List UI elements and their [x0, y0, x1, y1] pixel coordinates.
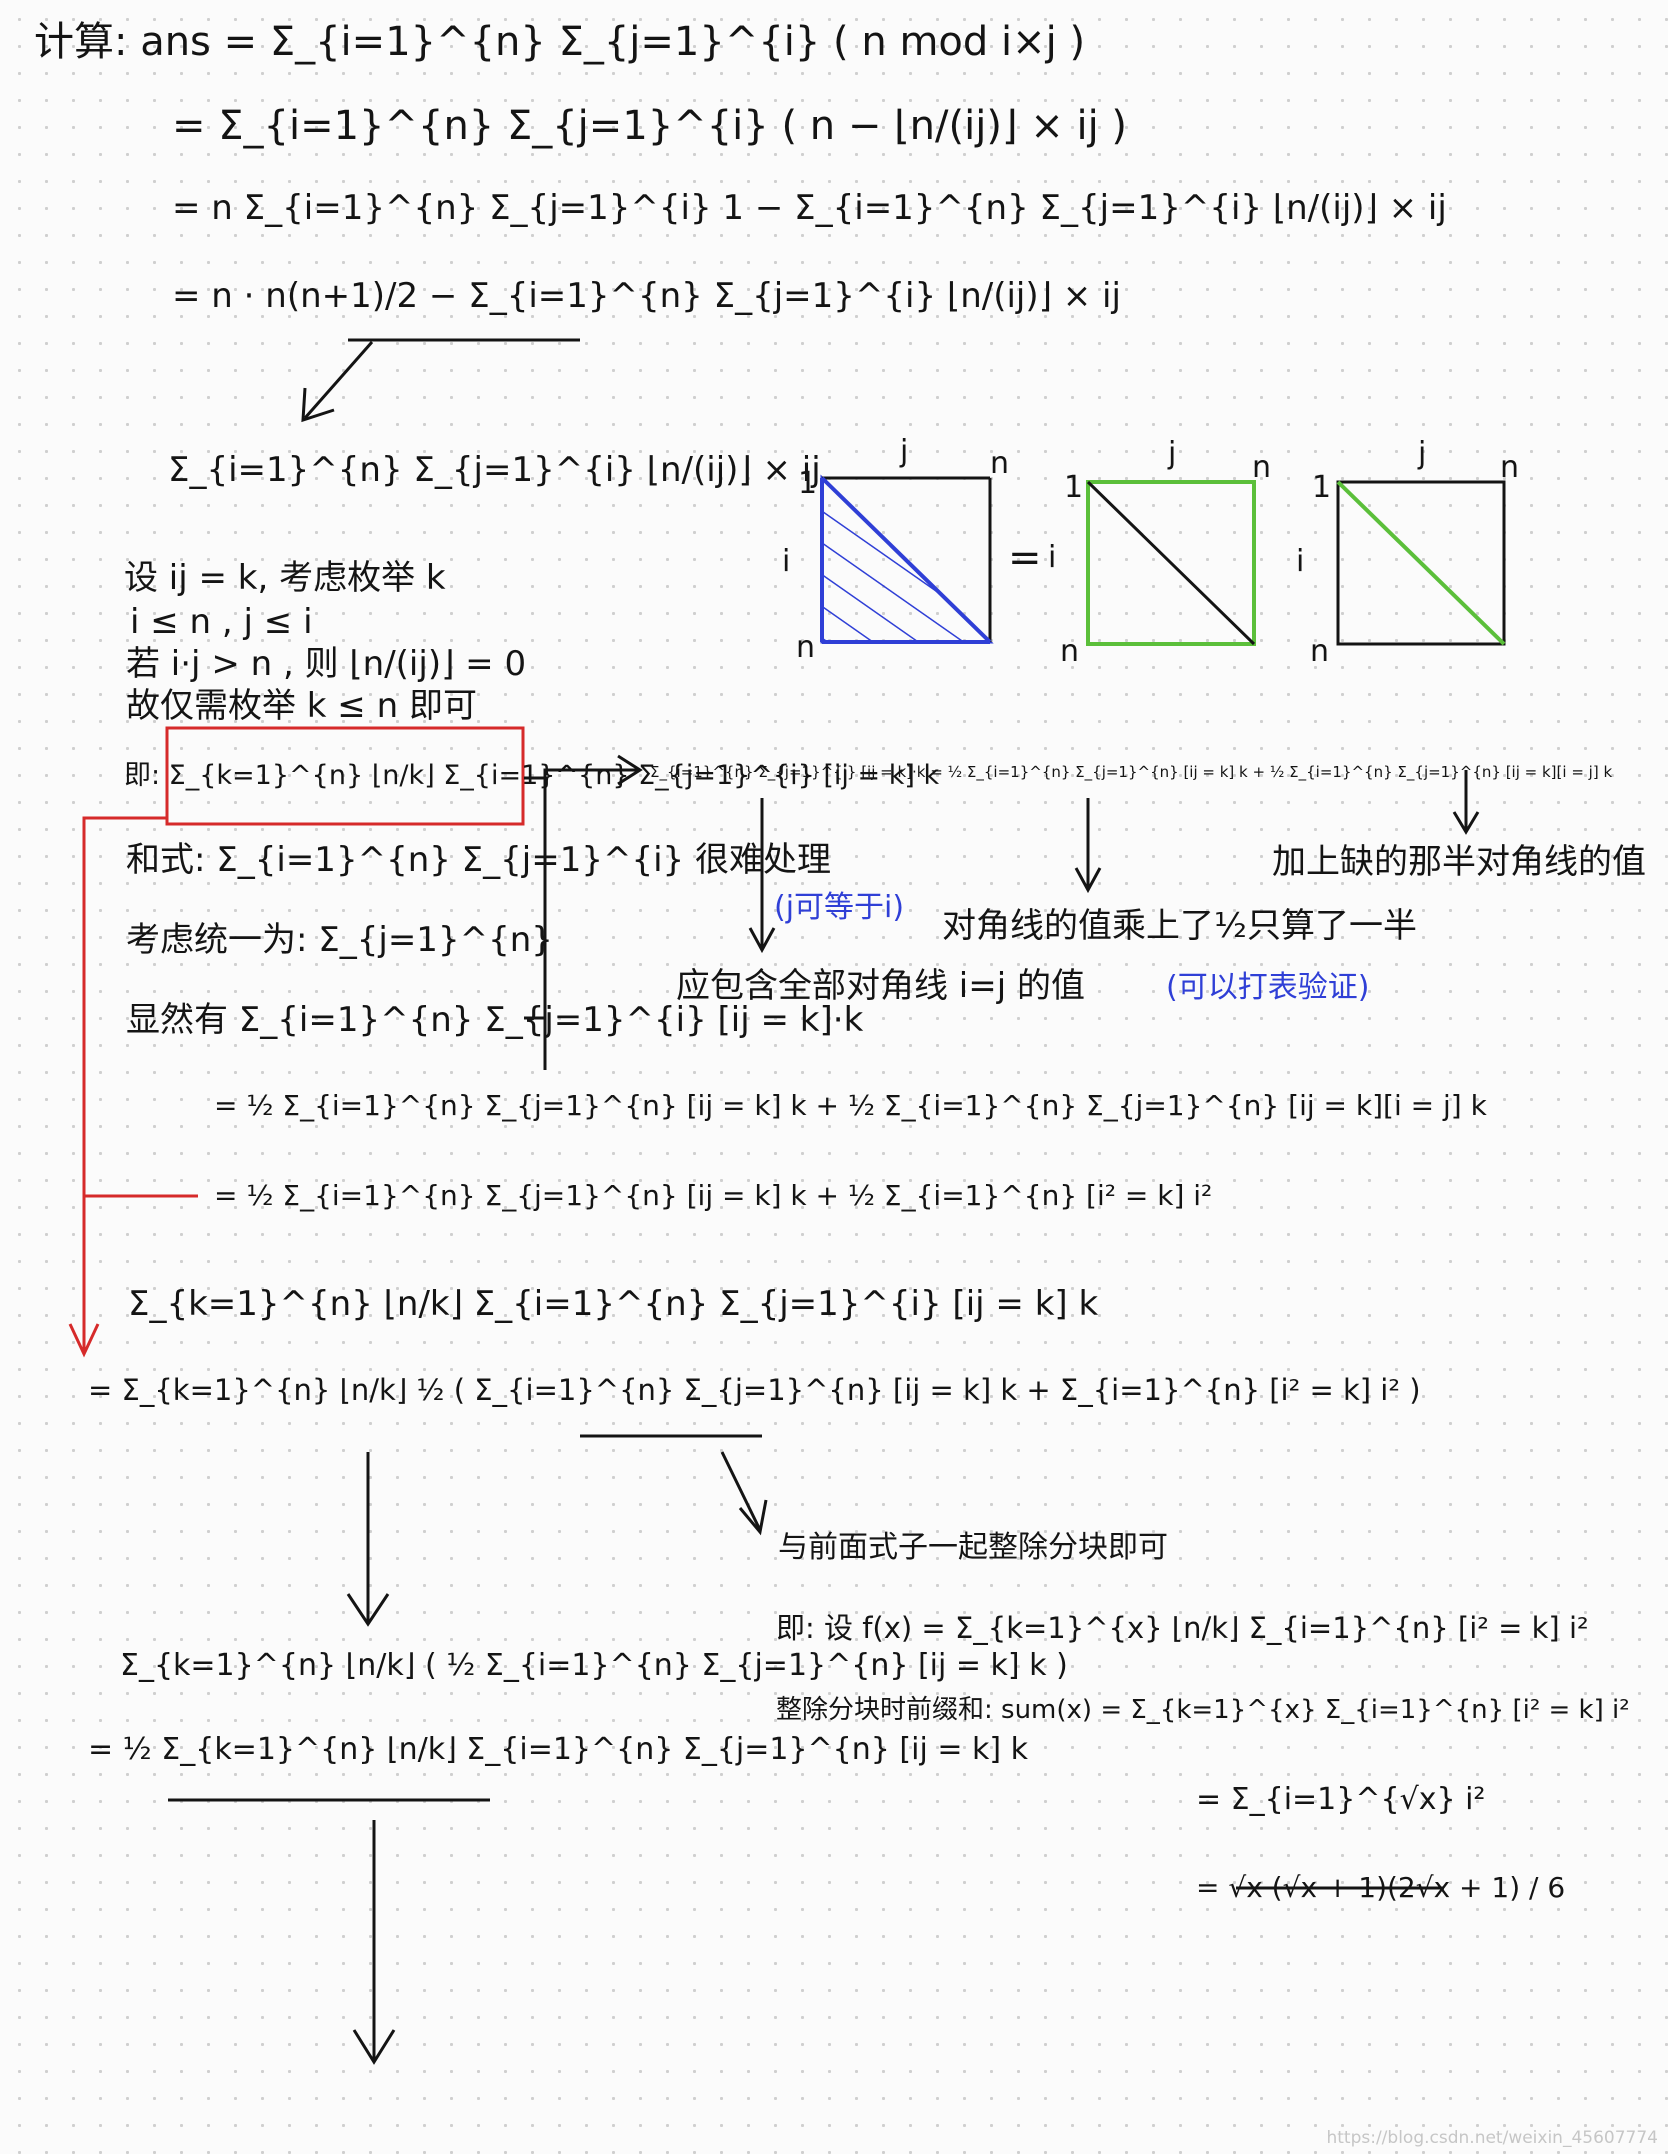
arrow-head-2	[738, 1499, 768, 1536]
note-j-can-equal-i: (j可等于i)	[774, 890, 905, 925]
arrow-down-1-head	[346, 1593, 390, 1627]
line-remaining-sum: Σ_{k=1}^{n} ⌊n/k⌋ ( ½ Σ_{i=1}^{n} Σ_{j=1…	[120, 1648, 1068, 1683]
line-closed-sum-squares: = √x (√x + 1)(2√x + 1) / 6	[1196, 1871, 1566, 1904]
diagram3-label-one: 1	[1312, 470, 1332, 505]
diagram3-label-n-bottom: n	[1310, 634, 1330, 669]
line-substituted: = Σ_{k=1}^{n} ⌊n/k⌋ ½ ( Σ_{i=1}^{n} Σ_{j…	[88, 1373, 1421, 1407]
red-arrow-head	[68, 1323, 100, 1358]
arrow-down-right-head	[1452, 811, 1480, 835]
connector-right-2	[543, 768, 640, 1070]
note-verify-by-table: (可以打表验证)	[1166, 970, 1370, 1005]
diagram2-label-one: 1	[1064, 470, 1084, 505]
note-add-missing-diagonal: 加上缺的那半对角线的值	[1272, 842, 1646, 882]
line-define-f: 即: 设 f(x) = Σ_{k=1}^{x} ⌊n/k⌋ Σ_{i=1}^{n…	[776, 1611, 1589, 1645]
diagram2-label-i: i	[1048, 540, 1057, 575]
arrow-shaft-1	[303, 341, 374, 419]
connector-right-head	[617, 754, 643, 786]
diagram3-label-n-top: n	[1500, 450, 1520, 485]
line-restate: Σ_{k=1}^{n} ⌊n/k⌋ Σ_{i=1}^{n} Σ_{j=1}^{i…	[128, 1284, 1099, 1324]
diagram-equals-sign: =	[1008, 535, 1042, 581]
diagram1-label-j: j	[900, 434, 909, 469]
line-prefix-sum: 整除分块时前缀和: sum(x) = Σ_{k=1}^{x} Σ_{i=1}^{…	[776, 1695, 1630, 1725]
line-boxed-formula: 即: Σ_{k=1}^{n} ⌊n/k⌋ Σ_{i=1}^{n} Σ_{j=1}…	[124, 760, 940, 791]
diagram2-label-n-bottom: n	[1060, 634, 1080, 669]
line-final-half: = ½ Σ_{k=1}^{n} ⌊n/k⌋ Σ_{i=1}^{n} Σ_{j=1…	[88, 1732, 1028, 1767]
arrow-down-2-head	[352, 2029, 396, 2065]
line-enumerate-k: 故仅需枚举 k ≤ n 即可	[126, 686, 477, 726]
arrow-down-mid-head	[1074, 867, 1102, 894]
note-block-division: 与前面式子一起整除分块即可	[778, 1530, 1168, 1565]
watermark: https://blog.csdn.net/weixin_45607774	[1326, 2128, 1658, 2148]
line-closed-form: = n · n(n+1)/2 − Σ_{i=1}^{n} Σ_{j=1}^{i}…	[172, 276, 1121, 316]
line-obviously: 显然有 Σ_{i=1}^{n} Σ_{j=1}^{i} [ij = k]·k	[126, 1000, 864, 1040]
line-sum-squares: = Σ_{i=1}^{√x} i²	[1196, 1782, 1486, 1817]
line-ans-definition: 计算: ans = Σ_{i=1}^{n} Σ_{j=1}^{i} ( n mo…	[34, 19, 1086, 65]
line-range: i ≤ n , j ≤ i	[130, 602, 313, 642]
line-substitute-k: 设 ij = k, 考虑枚举 k	[124, 558, 446, 598]
diagram3-label-i: i	[1296, 544, 1305, 579]
note-include-diagonal: 应包含全部对角线 i=j 的值	[676, 966, 1085, 1006]
line-right-identity: Σ_{i=1}^{n} Σ_{j=1}^{i} [ij = k]·k = ½ Σ…	[650, 763, 1613, 781]
diagram-square-full	[1086, 480, 1256, 646]
arrow-head-1	[301, 387, 335, 423]
diagram2-label-j: j	[1168, 436, 1177, 471]
red-highlight-box	[165, 726, 525, 826]
note-diagonal-halved: 对角线的值乘上了½只算了一半	[942, 906, 1417, 946]
line-expand-mod: = Σ_{i=1}^{n} Σ_{j=1}^{i} ( n − ⌊n/(ij)⌋…	[172, 103, 1128, 149]
diagram-square-lower-triangle	[820, 474, 994, 644]
diagram2-label-n-top: n	[1252, 450, 1272, 485]
red-connector-line	[82, 816, 167, 1352]
diagram1-label-one: 1	[798, 466, 818, 501]
line-hard-sum: 和式: Σ_{i=1}^{n} Σ_{j=1}^{i} 很难处理	[126, 840, 832, 880]
diagram1-label-n-top: n	[990, 446, 1010, 481]
arrow-down-left-head	[748, 927, 776, 954]
line-half-split-square: = ½ Σ_{i=1}^{n} Σ_{j=1}^{n} [ij = k] k +…	[214, 1179, 1213, 1212]
line-zero-case: 若 i·j > n , 则 ⌊n/(ij)⌋ = 0	[126, 644, 527, 684]
line-target-sum: Σ_{i=1}^{n} Σ_{j=1}^{i} ⌊n/(ij)⌋ × ij	[168, 450, 821, 490]
diagram1-label-i: i	[782, 544, 791, 579]
diagram1-label-n-bottom: n	[796, 630, 816, 665]
line-split-sums: = n Σ_{i=1}^{n} Σ_{j=1}^{i} 1 − Σ_{i=1}^…	[172, 188, 1447, 228]
line-unify: 考虑统一为: Σ_{j=1}^{n}	[126, 920, 553, 960]
line-half-split: = ½ Σ_{i=1}^{n} Σ_{j=1}^{n} [ij = k] k +…	[214, 1089, 1487, 1122]
diagram3-label-j: j	[1418, 436, 1427, 471]
arrow-shaft-2	[720, 1451, 762, 1531]
diagram-square-diagonal	[1336, 480, 1506, 646]
